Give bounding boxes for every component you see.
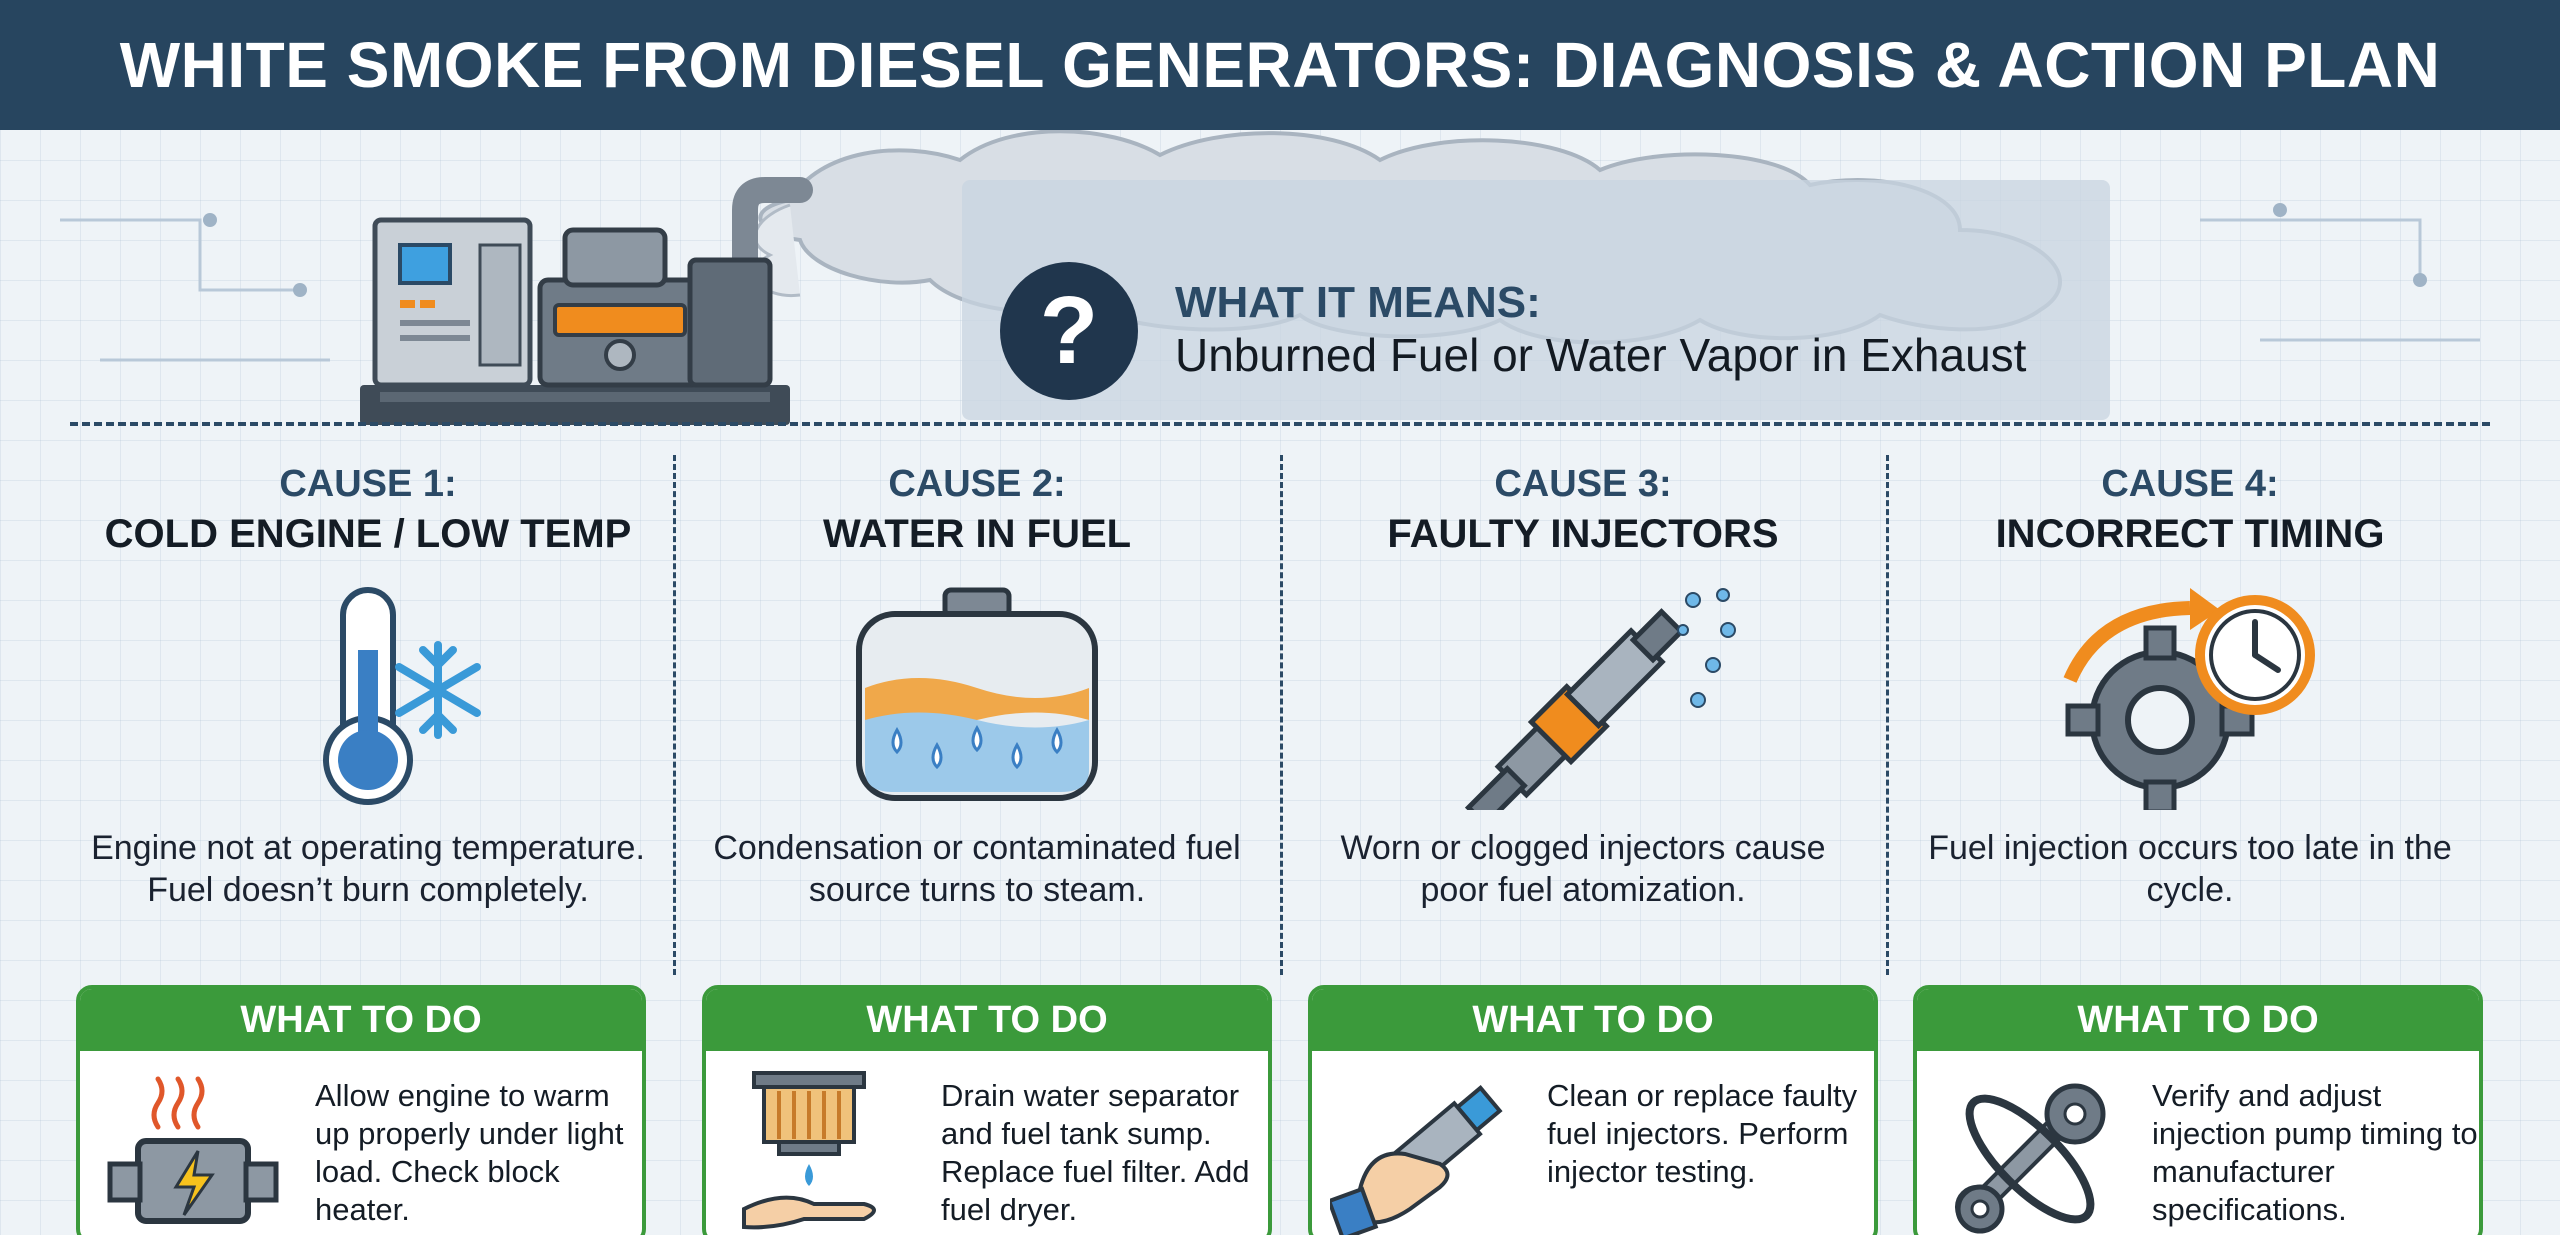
- cause-column-4: CAUSE 4: INCORRECT TIMING Fuel injection…: [1890, 460, 2490, 911]
- todo-box-2: WHAT TO DO Drain water separator and fue…: [702, 985, 1272, 1235]
- cause-description: Fuel injection occurs too late in the cy…: [1928, 829, 2452, 909]
- injector-spray-icon: [1464, 588, 1736, 829]
- page-header: WHITE SMOKE FROM DIESEL GENERATORS: DIAG…: [0, 0, 2560, 130]
- todo-heading: WHAT TO DO: [1312, 989, 1874, 1051]
- cause-title: COLD ENGINE / LOW TEMP: [104, 512, 632, 556]
- cause-number: CAUSE 1:: [279, 463, 457, 505]
- gear-clock-icon: [2063, 588, 2315, 815]
- todo-text: Drain water separator and fuel tank sump…: [941, 1078, 1250, 1227]
- meaning-title: WHAT IT MEANS:: [1175, 278, 1541, 327]
- cause-column-3: CAUSE 3: FAULTY INJECTORS Worn or clogge…: [1283, 460, 1883, 911]
- cause-description: Engine not at operating temperature. Fue…: [91, 829, 645, 909]
- column-divider: [673, 455, 676, 975]
- cause-column-1: CAUSE 1: COLD ENGINE / LOW TEMP Engine n…: [68, 460, 668, 911]
- meaning-text: Unburned Fuel or Water Vapor in Exhaust: [1175, 329, 2027, 381]
- wrench-timing-belt-icon: [1954, 1083, 2106, 1234]
- cause-title: WATER IN FUEL: [822, 512, 1132, 556]
- todo-heading: WHAT TO DO: [80, 989, 642, 1051]
- cause-title: INCORRECT TIMING: [1995, 512, 2385, 556]
- column-divider: [1280, 455, 1283, 975]
- meaning-panel: [962, 180, 2110, 420]
- section-divider: [70, 422, 2490, 426]
- cause-description: Worn or clogged injectors cause poor fue…: [1340, 829, 1826, 909]
- page-title: WHITE SMOKE FROM DIESEL GENERATORS: DIAG…: [119, 29, 2441, 101]
- cause-number: CAUSE 3:: [1494, 463, 1672, 505]
- todo-text: Clean or replace faulty fuel injectors. …: [1547, 1078, 1858, 1189]
- fuel-tank-water-icon: [856, 587, 1098, 801]
- engine-heat-icon: [107, 1076, 279, 1224]
- hand-injector-icon: [1330, 1085, 1503, 1235]
- todo-box-1: WHAT TO DO Allow engine to warm up prope…: [76, 985, 646, 1235]
- todo-box-3: WHAT TO DO Clean or replace faulty fuel …: [1308, 985, 1878, 1235]
- cause-number: CAUSE 4:: [2101, 463, 2279, 505]
- fuel-filter-icon: [742, 1071, 876, 1230]
- todo-heading: WHAT TO DO: [706, 989, 1268, 1051]
- cause-column-2: CAUSE 2: WATER IN FUEL Condensation or c…: [677, 460, 1277, 911]
- todo-heading: WHAT TO DO: [1917, 989, 2479, 1051]
- column-divider: [1886, 455, 1889, 975]
- cause-description: Condensation or contaminated fuel source…: [713, 829, 1241, 909]
- question-badge-icon: ?: [1000, 262, 1138, 400]
- todo-text: Allow engine to warm up properly under l…: [315, 1078, 624, 1227]
- thermometer-snowflake-icon: [323, 587, 481, 805]
- circuit-lines-decoration: [60, 218, 2480, 362]
- todo-text: Verify and adjust injection pump timing …: [2152, 1078, 2478, 1227]
- todo-box-4: WHAT TO DO Verify and adjust injection p…: [1913, 985, 2483, 1235]
- cause-title: FAULTY INJECTORS: [1387, 512, 1779, 556]
- cause-number: CAUSE 2:: [888, 463, 1066, 505]
